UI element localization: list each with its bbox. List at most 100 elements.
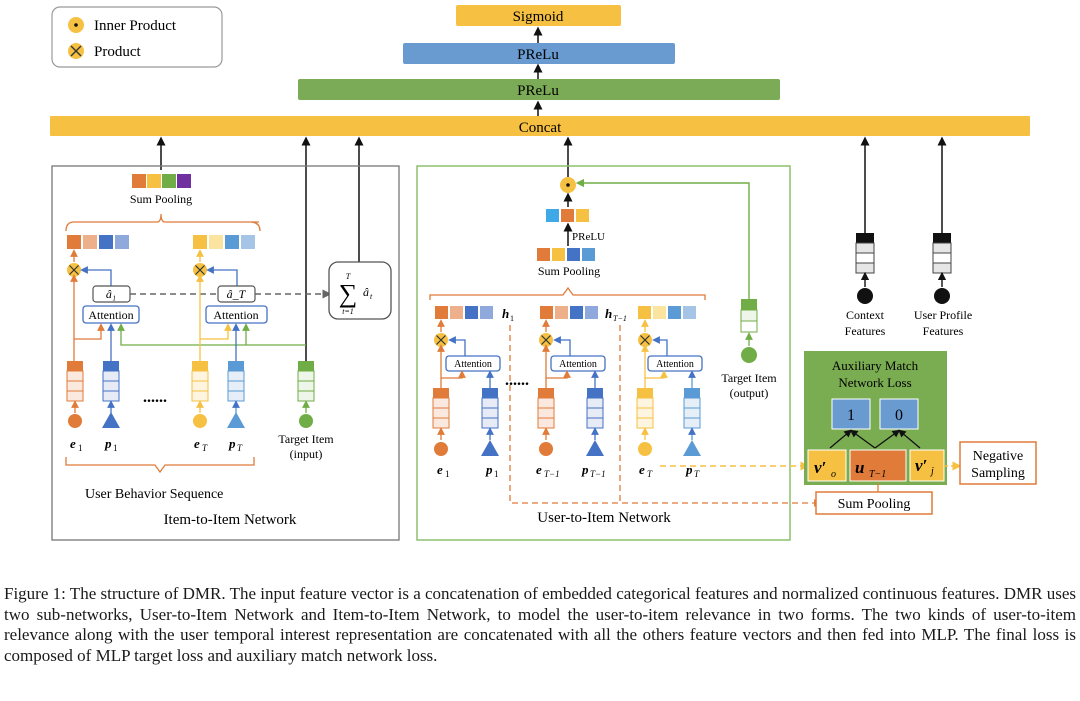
svg-text:e: e	[639, 462, 645, 477]
target-input-node	[299, 414, 313, 428]
product-icon	[68, 43, 84, 59]
positive-label: 1	[847, 407, 855, 424]
e-node	[638, 442, 652, 456]
pT-node	[227, 412, 245, 428]
svg-text:T−1: T−1	[544, 469, 560, 479]
embedding-head	[482, 388, 498, 398]
inner-product-icon	[560, 177, 576, 193]
embedding-p1	[102, 361, 120, 402]
svg-text:Sum Pooling: Sum Pooling	[838, 497, 911, 512]
svg-text:p: p	[228, 436, 236, 451]
e-node	[539, 442, 553, 456]
svg-text:∑: ∑	[339, 279, 358, 308]
i2i-attention-T	[205, 305, 268, 324]
u2i-prelu-label: PReLU	[572, 231, 605, 243]
svg-text:T−1: T−1	[590, 469, 606, 479]
embedding-target-input	[297, 361, 315, 402]
svg-text:p: p	[104, 436, 112, 451]
svg-text:T−1: T−1	[869, 469, 886, 480]
i2i-title: Item-to-Item Network	[164, 512, 297, 528]
item-to-item-network: Sum Pooling â₁ â_T Attention Attention T…	[51, 165, 400, 541]
p-node	[586, 440, 604, 456]
svg-text:h: h	[605, 306, 612, 321]
svg-text:v′: v′	[915, 456, 927, 475]
e-node	[434, 442, 448, 456]
target-item-input-note: (input)	[290, 447, 323, 461]
svg-text:e: e	[536, 462, 542, 477]
embedding-head	[433, 388, 449, 398]
legend-product: Product	[94, 44, 141, 60]
svg-text:Sampling: Sampling	[971, 466, 1025, 481]
sum-attention-box	[328, 261, 392, 320]
svg-text:T−1: T−1	[613, 314, 627, 323]
embedding-body	[432, 397, 450, 429]
u2i-attention-label: Attention	[454, 359, 492, 370]
svg-text:T: T	[694, 469, 700, 479]
embedding-body	[683, 397, 701, 429]
i2i-attention-T-label: Attention	[213, 308, 258, 322]
prelu-bottom-layer	[298, 79, 780, 100]
prelu-bottom-label: PReLu	[517, 83, 559, 99]
sigmoid-label: Sigmoid	[513, 9, 564, 25]
profile-node	[934, 288, 950, 304]
svg-text:1: 1	[445, 469, 450, 479]
context-embedding	[855, 233, 875, 274]
p-node	[481, 440, 499, 456]
p1-node	[102, 412, 120, 428]
svg-text:e: e	[194, 436, 200, 451]
target-item-output-label: Target Item	[721, 371, 777, 385]
target-output-node	[741, 347, 757, 363]
i2i-sum-pooling-label: Sum Pooling	[130, 192, 192, 206]
svg-text:User Profile: User Profile	[914, 308, 972, 322]
embedding-body	[586, 397, 604, 429]
a-hat-1-label: â₁	[106, 287, 116, 301]
u2i-attention-box	[647, 355, 703, 372]
context-node	[857, 288, 873, 304]
svg-text:Features: Features	[923, 324, 964, 338]
svg-text:h: h	[502, 306, 509, 321]
svg-text:T: T	[346, 272, 351, 281]
product-icon	[67, 263, 81, 277]
embedding-body	[481, 397, 499, 429]
svg-text:1: 1	[78, 443, 83, 453]
embedding-head	[684, 388, 700, 398]
svg-text:p: p	[581, 462, 589, 477]
svg-text:1: 1	[510, 314, 514, 323]
concat-label: Concat	[519, 120, 562, 136]
u2i-attention-label: Attention	[656, 359, 694, 370]
behavior-sequence-label: User Behavior Sequence	[85, 487, 223, 502]
embedding-e1	[66, 361, 84, 402]
u2i-sum-pooling-label: Sum Pooling	[538, 264, 600, 278]
p-node	[683, 440, 701, 456]
svg-text:Network Loss: Network Loss	[838, 375, 911, 390]
svg-text:Features: Features	[845, 324, 886, 338]
negative-sampling-box	[959, 441, 1037, 485]
i2i-attention-1-label: Attention	[88, 308, 133, 322]
svg-text:p: p	[685, 462, 693, 477]
svg-text:1: 1	[494, 469, 499, 479]
sigmoid-layer	[456, 5, 621, 26]
feature-inputs: Context Features User Profile Features	[845, 233, 972, 338]
svg-text:p: p	[485, 462, 493, 477]
concat-layer	[50, 116, 1030, 136]
svg-text:Context: Context	[846, 308, 885, 322]
dmr-diagram: Inner Product Product Sigmoid PReLu PReL…	[50, 5, 1037, 541]
mlp-stack: Sigmoid PReLu PReLu Concat	[50, 5, 1030, 136]
svg-text:j: j	[929, 466, 934, 477]
embedding-body	[636, 397, 654, 429]
u2i-attention-box	[445, 355, 501, 372]
product-icon	[193, 263, 207, 277]
embedding-target-output	[740, 299, 758, 333]
embedding-pT	[227, 361, 245, 402]
i2i-ellipsis: ......	[143, 389, 167, 406]
aux-sum-pooling-box	[815, 491, 933, 515]
legend: Inner Product Product	[51, 6, 223, 68]
svg-text:Negative: Negative	[973, 449, 1024, 464]
svg-text:T: T	[647, 469, 653, 479]
figure-caption: Figure 1: The structure of DMR. The inpu…	[4, 584, 1076, 665]
u2i-attention-label: Attention	[559, 359, 597, 370]
embedding-eT	[191, 361, 209, 402]
i2i-pooled-vector	[132, 174, 191, 188]
